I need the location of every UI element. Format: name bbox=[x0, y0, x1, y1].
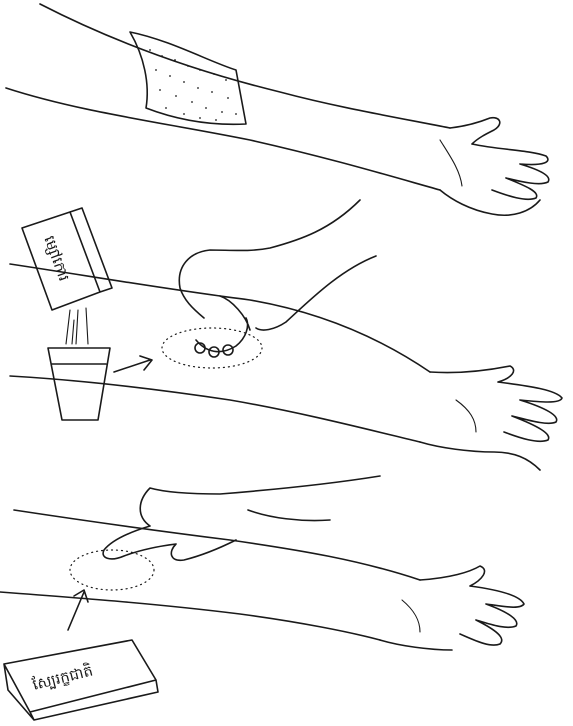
hand-2 bbox=[420, 366, 562, 470]
bottle-label: ម្សៅកោរ bbox=[40, 233, 73, 283]
hand-3 bbox=[380, 566, 524, 650]
arrow-to-area bbox=[68, 590, 88, 630]
arm-2-upper-edge bbox=[10, 264, 430, 372]
powder-stream bbox=[66, 308, 88, 344]
arm-1-upper-edge bbox=[40, 4, 450, 128]
arm-2-lower-edge bbox=[10, 376, 420, 442]
rubbing-hand bbox=[179, 200, 376, 352]
panel-1 bbox=[6, 4, 549, 215]
pressing-hand bbox=[103, 476, 380, 560]
arm-3-upper-edge bbox=[14, 510, 420, 580]
arrow-to-skin bbox=[114, 356, 152, 372]
pressed-skin-area bbox=[70, 550, 154, 590]
arm-1-lower-edge bbox=[6, 88, 440, 190]
palm-1-crease bbox=[440, 140, 462, 186]
panel-2: ម្សៅកោរ bbox=[10, 200, 562, 470]
arm-3-lower-edge bbox=[0, 592, 380, 640]
palm-2-crease bbox=[456, 400, 476, 432]
soap-label: ស្បែរក្ខជាតិ bbox=[30, 661, 94, 694]
gauze-texture bbox=[149, 49, 237, 121]
panel-3: ស្បែរក្ខជាតិ bbox=[0, 476, 524, 720]
palm-3-crease bbox=[402, 600, 420, 632]
